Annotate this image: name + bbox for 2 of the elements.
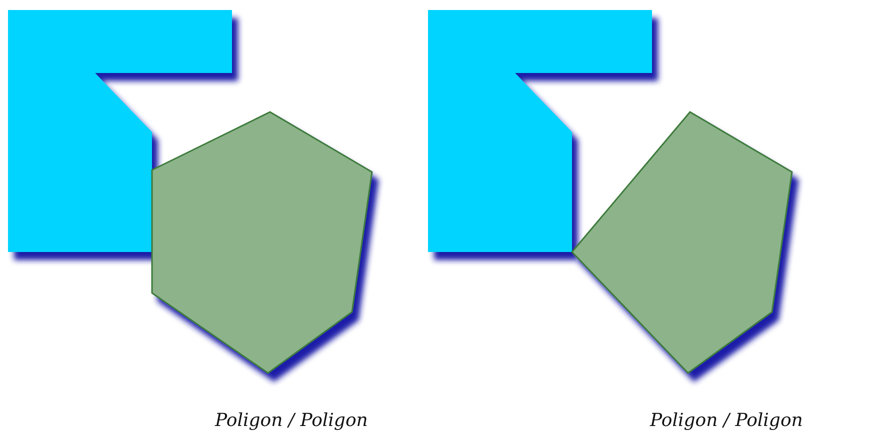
caption-text: Poligon / Poligon: [215, 410, 368, 431]
caption-text: Poligon / Poligon: [650, 410, 803, 431]
